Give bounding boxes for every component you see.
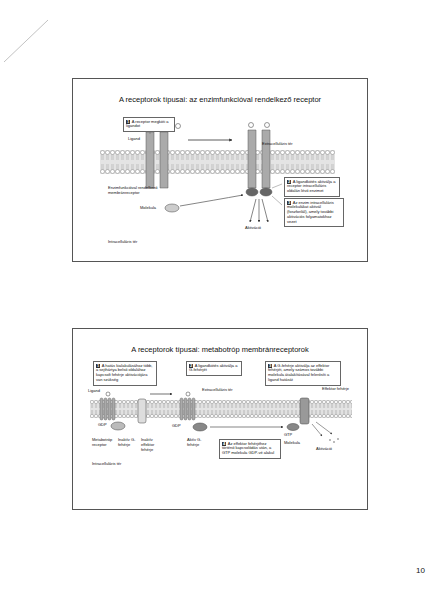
- page-mark: [4, 20, 48, 62]
- slide-title: A receptorok típusai: az enzimfunkcióval…: [73, 95, 367, 104]
- callout-box: 1A hatás kialakulásához több, a sejthárt…: [93, 361, 157, 386]
- step-arrow: [188, 140, 232, 141]
- molecule-dots: [329, 438, 339, 443]
- part-label: Aktiváció: [245, 226, 275, 231]
- effector-protein: [138, 398, 309, 424]
- callout-box: 3Az enzim intracelluláris molekulákat ak…: [284, 198, 344, 227]
- callout-text: A receptor megköti a ligandot: [126, 119, 168, 129]
- molecule: [165, 204, 179, 212]
- part-label: Ligand: [88, 389, 104, 394]
- step-arrow: [150, 394, 172, 395]
- receptor: [144, 128, 170, 188]
- activation-arrows: [312, 422, 332, 436]
- callout-text: Az enzim intracelluláris molekulákat akt…: [287, 200, 334, 225]
- part-label: Extracelluláris tér: [202, 388, 242, 393]
- g-protein: [111, 422, 299, 431]
- callout-text: Az effektor fehérjéhez történő kapcsolód…: [222, 441, 274, 456]
- callout-text: A G-fehérje aktiválja az effektor fehérj…: [268, 363, 329, 383]
- binding-arrow: [180, 195, 243, 206]
- callout-box: 2A ligandkötés aktiválja a receptor intr…: [284, 177, 340, 197]
- part-label: Effektor fehérje: [322, 387, 350, 392]
- slide-frame: A receptorok típusai: metabotróp membrán…: [72, 328, 368, 510]
- callout-text: A hatás kialakulásához több, a sejthárty…: [96, 363, 152, 383]
- active-receptor: [246, 130, 272, 196]
- metabotropic-receptor: [100, 398, 195, 420]
- step-arrow: [210, 427, 283, 428]
- part-label: Enzimfunkcióval rendelkező membránrecept…: [108, 186, 164, 196]
- ligand: [106, 392, 190, 396]
- cell-membrane: [90, 400, 352, 418]
- callout-text: A ligandkötés aktiválja a receptor intra…: [287, 179, 335, 194]
- callout-box: 4Az effektor fehérjéhez történő kapcsoló…: [219, 439, 281, 459]
- part-label: Metabotróp receptor: [92, 438, 116, 448]
- part-label: GDP: [172, 424, 182, 429]
- callout-box: 3A G-fehérje aktiválja az effektor fehér…: [265, 361, 341, 386]
- part-label: Intracelluláris tér: [108, 240, 148, 245]
- part-label: GDP: [98, 423, 108, 428]
- part-label: Molekula: [284, 441, 310, 446]
- callout-box: 2A ligandkötés aktiválja a G-fehérjét: [186, 361, 242, 376]
- part-label: Ligand: [128, 137, 148, 142]
- part-label: Aktív G-fehérje: [187, 438, 211, 448]
- slide-title: A receptorok típusai: metabotróp membrán…: [73, 345, 367, 354]
- callout-box: 1A receptor megköti a ligandot: [123, 117, 175, 132]
- part-label: Intracelluláris tér: [92, 462, 132, 467]
- activation-arrows: [250, 199, 268, 222]
- cell-membrane: [100, 150, 335, 174]
- part-label: Molekula: [140, 206, 166, 211]
- part-label: GTP: [284, 433, 294, 438]
- part-label: Aktiváció: [316, 447, 344, 452]
- page-number: 10: [405, 566, 425, 576]
- callout-text: A ligandkötés aktiválja a G-fehérjét: [189, 363, 237, 373]
- part-label: Inaktív effektor fehérje: [141, 438, 167, 453]
- part-label: Extracelluláris tér: [262, 142, 312, 147]
- part-label: Inaktív G-fehérje: [118, 438, 140, 448]
- slide-frame: A receptorok típusai: az enzimfunkcióval…: [72, 78, 368, 262]
